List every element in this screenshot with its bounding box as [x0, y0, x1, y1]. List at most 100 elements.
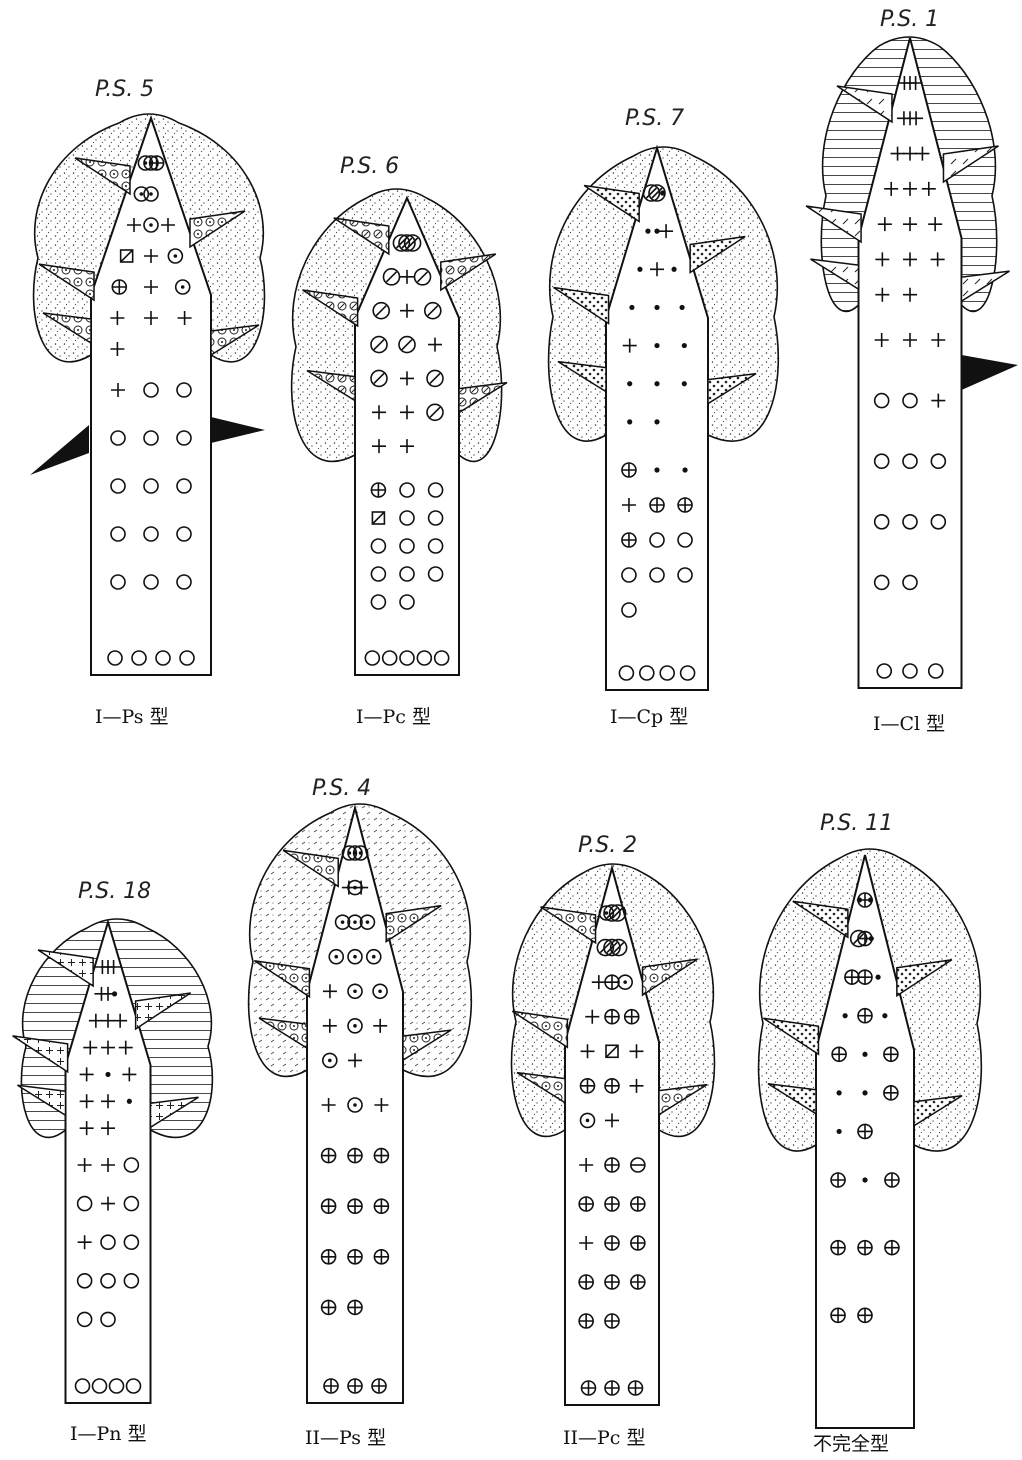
type-label: I—Cl 型	[873, 713, 945, 735]
type-label: I—Pn 型	[70, 1423, 147, 1445]
symbol-op	[885, 1173, 899, 1187]
symbol-op	[650, 498, 664, 512]
symbol-op	[322, 1300, 336, 1314]
symbol-op	[858, 970, 872, 984]
symbol-.	[869, 936, 874, 941]
figure-ps18: P.S. 18 I—Pn 型	[13, 879, 213, 1445]
symbol-op	[579, 1197, 593, 1211]
ps-label: P.S. 18	[78, 879, 151, 904]
symbol-op	[631, 1275, 645, 1289]
symbol-.	[654, 229, 659, 234]
symbol-op	[348, 1149, 362, 1163]
symbol-op	[885, 1241, 899, 1255]
marker-wedge	[30, 425, 89, 475]
symbol-op	[322, 1250, 336, 1264]
symbol-.	[862, 1052, 867, 1057]
symbol-.	[127, 1099, 132, 1104]
symbol-op	[150, 156, 164, 170]
symbol-op	[374, 1199, 388, 1213]
symbol-op	[582, 1381, 596, 1395]
symbol-op	[581, 1079, 595, 1093]
symbol-.	[843, 1013, 848, 1018]
symbol-op	[605, 1236, 619, 1250]
symbol-op	[348, 1199, 362, 1213]
symbol-.	[654, 305, 659, 310]
ps-label: P.S. 6	[340, 154, 399, 179]
symbol-.	[654, 381, 659, 386]
symbol-op	[884, 1047, 898, 1061]
symbol-op	[348, 1300, 362, 1314]
type-label: II—Ps 型	[305, 1427, 386, 1449]
specimen-body	[13, 919, 213, 1403]
ps-label: P.S. 4	[312, 776, 371, 801]
symbol-.	[654, 419, 659, 424]
symbol-op	[374, 1250, 388, 1264]
symbol-.	[837, 1129, 842, 1134]
symbol-op	[858, 1124, 872, 1138]
symbol-.	[654, 343, 659, 348]
symbol-op	[858, 1241, 872, 1255]
ps-label: P.S. 5	[95, 77, 154, 102]
symbol-.	[862, 1090, 867, 1095]
symbol-.	[637, 267, 642, 272]
symbol-.	[679, 305, 684, 310]
symbol-op	[832, 1047, 846, 1061]
symbol-.	[627, 381, 632, 386]
symbol-op	[605, 1314, 619, 1328]
ps-label: P.S. 11	[820, 811, 893, 836]
symbol-.	[682, 343, 687, 348]
symbol-op	[845, 970, 859, 984]
ps-label: P.S. 2	[578, 833, 637, 858]
specimen-body	[292, 189, 507, 675]
symbol-op	[858, 1009, 872, 1023]
figure-ps2: P.S. 2 II—Pc 型	[512, 833, 715, 1449]
symbol-.	[682, 467, 687, 472]
symbol-.	[682, 381, 687, 386]
symbol-op	[348, 1250, 362, 1264]
symbol-.	[882, 1013, 887, 1018]
symbol-op	[605, 975, 619, 989]
specimen-body	[30, 114, 265, 675]
symbol-op	[605, 1197, 619, 1211]
symbol-.	[660, 190, 665, 195]
symbol-op	[631, 1197, 645, 1211]
symbol-op	[629, 1381, 643, 1395]
type-label: I—Pc 型	[356, 706, 431, 728]
type-label: 不完全型	[813, 1433, 889, 1455]
symbol-op	[579, 1275, 593, 1289]
symbol-op	[579, 1314, 593, 1328]
symbol-op	[605, 1158, 619, 1172]
symbol-op	[625, 1010, 639, 1024]
type-label: II—Pc 型	[563, 1427, 645, 1449]
figure-ps7: P.S. 7 I—Cp 型	[549, 106, 779, 728]
symbol-op	[622, 533, 636, 547]
symbol-.	[875, 975, 880, 980]
symbol-op	[884, 1086, 898, 1100]
figure-ps11: P.S. 11 不完全型	[759, 811, 982, 1455]
symbol-op	[831, 1241, 845, 1255]
symbol-op	[678, 498, 692, 512]
marker-wedge	[962, 355, 1019, 390]
ps-label: P.S. 7	[625, 106, 684, 131]
specimen-body	[512, 864, 715, 1405]
symbol-op	[112, 280, 126, 294]
specimen-body	[806, 37, 1018, 688]
specimen-body	[249, 804, 472, 1403]
symbol-op	[605, 1010, 619, 1024]
symbol-.	[627, 419, 632, 424]
symbol-.	[837, 1090, 842, 1095]
symbol-op	[605, 1079, 619, 1093]
figure-ps5: P.S. 5 I—Ps 型	[30, 77, 265, 728]
type-label: I—Cp 型	[610, 706, 688, 728]
symbol-.	[629, 305, 634, 310]
figure-ps6: P.S. 6 I—Pc 型	[292, 154, 507, 728]
symbol-op	[324, 1379, 338, 1393]
symbol-op	[371, 483, 385, 497]
marker-wedge	[211, 417, 265, 443]
ps-label: P.S. 1	[880, 7, 939, 32]
symbol-op	[631, 1236, 645, 1250]
symbol-op	[622, 463, 636, 477]
symbol-op	[831, 1308, 845, 1322]
figure-ps1: P.S. 1 I—Cl 型	[806, 7, 1018, 735]
